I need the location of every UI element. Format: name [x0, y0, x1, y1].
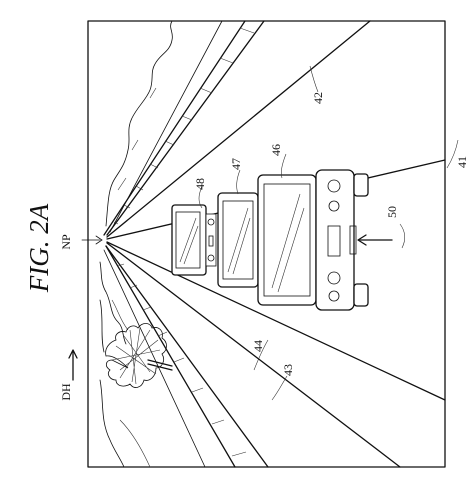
travel-direction-arrow: [357, 234, 393, 246]
road-lane-line-44: [106, 241, 446, 401]
label-42: 42: [311, 92, 325, 104]
label-dh: DH: [59, 383, 73, 401]
dh-arrow: [68, 349, 78, 381]
roadside-tree: [105, 323, 173, 388]
lower-guardrail-outer: [105, 245, 236, 468]
label-np: NP: [59, 234, 73, 250]
leader-lines: [198, 65, 459, 401]
upper-guardrail-top: [109, 20, 223, 233]
label-44: 44: [251, 340, 265, 352]
road-edge-line-42: [106, 20, 371, 238]
label-50: 50: [385, 206, 399, 218]
label-47: 47: [229, 158, 243, 170]
lower-guardrail-inner: [105, 245, 269, 468]
lower-terrain-outline: [99, 261, 127, 468]
label-48: 48: [193, 178, 207, 190]
lower-guardrail-top: [103, 249, 206, 468]
upper-guardrail-posts: [113, 27, 255, 225]
label-41: 41: [455, 156, 469, 168]
np-arrow: [81, 235, 103, 245]
figure-title: FIG. 2A: [24, 203, 54, 293]
upper-hills-outline: [105, 20, 173, 227]
upper-guardrail-inner: [106, 20, 265, 236]
vehicle-near: [257, 169, 369, 311]
road-edge-line-43: [106, 242, 401, 468]
label-43: 43: [281, 364, 295, 376]
vehicle-far: [171, 204, 217, 276]
label-46: 46: [269, 144, 283, 156]
lower-guardrail-posts: [117, 263, 247, 457]
image-frame: [87, 20, 446, 468]
